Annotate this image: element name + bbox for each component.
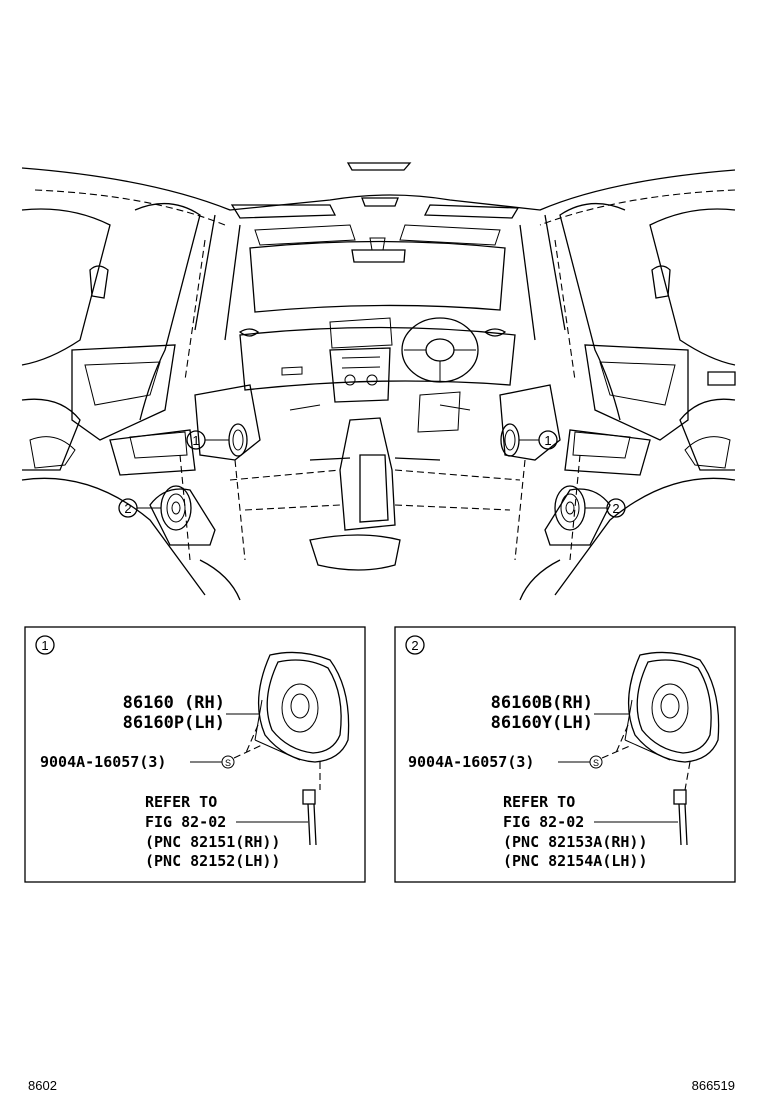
callout-1-left: 1 [186, 430, 229, 450]
part-number-rh: 86160 (RH) [123, 693, 225, 713]
svg-text:2: 2 [612, 501, 619, 516]
speaker-1-icon [244, 651, 350, 790]
part-number-rh: 86160B(RH) [491, 693, 593, 713]
refer-line-4: (PNC 82152(LH)) [145, 852, 280, 870]
refer-line-2: FIG 82-02 [145, 813, 226, 831]
screw-icon [221, 755, 235, 769]
callout-1-right: 1 [519, 430, 558, 450]
panel-2-index: 2 [411, 638, 418, 653]
panel-1-index: 1 [41, 638, 48, 653]
callout-2-left: 2 [118, 498, 161, 518]
svg-text:1: 1 [544, 433, 551, 448]
refer-line-2: FIG 82-02 [503, 813, 584, 831]
screw-icon [589, 755, 603, 769]
svg-text:S: S [225, 758, 231, 768]
refer-line-4: (PNC 82154A(LH)) [503, 852, 648, 870]
refer-line-3: (PNC 82153A(RH)) [503, 833, 648, 851]
refer-line-1: REFER TO [503, 793, 575, 811]
screw-part-number: 9004A-16057(3) [40, 753, 166, 771]
vehicle-interior-illustration [21, 162, 736, 601]
speaker-2-icon [614, 651, 720, 791]
figure-number: 8602 [28, 1078, 57, 1093]
detail-panel-1: 1 86160 (RH) 86160P(LH) 9004A-16057(3) S… [24, 626, 366, 883]
connector-2-icon [673, 789, 688, 846]
svg-text:2: 2 [124, 501, 131, 516]
refer-line-1: REFER TO [145, 793, 217, 811]
screw-part-number: 9004A-16057(3) [408, 753, 534, 771]
svg-text:1: 1 [192, 433, 199, 448]
callout-2-right: 2 [585, 498, 626, 518]
part-number-lh: 86160Y(LH) [491, 713, 593, 733]
svg-text:S: S [593, 758, 599, 768]
part-number-lh: 86160P(LH) [123, 713, 225, 733]
illustration-id: 866519 [692, 1078, 735, 1093]
refer-line-3: (PNC 82151(RH)) [145, 833, 280, 851]
connector-1-icon [302, 789, 317, 846]
detail-panel-2: 2 86160B(RH) 86160Y(LH) 9004A-16057(3) S… [394, 626, 736, 883]
